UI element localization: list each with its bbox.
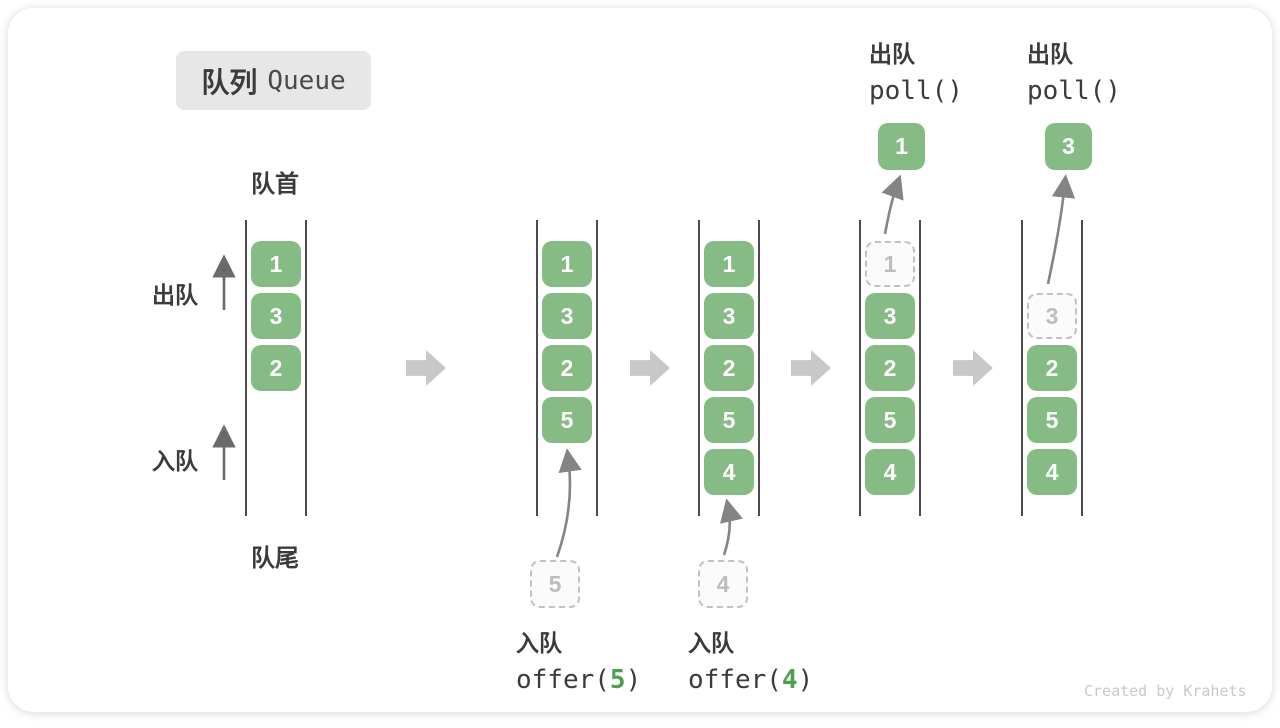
code-prefix: offer( bbox=[516, 665, 610, 695]
queue-column-3: 1 3 2 5 4 bbox=[698, 220, 760, 516]
label-queue-rear: 队尾 bbox=[251, 545, 299, 572]
annotation-code: poll() bbox=[1027, 76, 1121, 106]
queue-cell: 3 bbox=[251, 293, 301, 339]
annotation-label: 出队 bbox=[869, 41, 915, 67]
outgoing-value-box: 3 bbox=[1045, 123, 1092, 170]
right-block-arrow-icon bbox=[791, 350, 831, 386]
queue-column-4: 1 3 2 5 4 bbox=[859, 220, 921, 516]
annotation-dequeue-poll-2: 出队 poll() bbox=[1027, 35, 1121, 106]
queue-cell: 2 bbox=[1027, 345, 1077, 391]
code-arg: 5 bbox=[609, 665, 626, 695]
annotation-label: 出队 bbox=[1027, 41, 1073, 67]
queue-cell: 4 bbox=[1027, 449, 1077, 495]
title-box: 队列 Queue bbox=[176, 51, 371, 110]
annotation-dequeue-poll-1: 出队 poll() bbox=[869, 35, 963, 106]
title-chinese: 队列 bbox=[201, 66, 258, 98]
queue-cell: 2 bbox=[704, 345, 754, 391]
code-suffix: ) bbox=[797, 665, 814, 695]
queue-cell: 1 bbox=[542, 241, 592, 287]
queue-cell-ghost: 3 bbox=[1027, 293, 1077, 339]
queue-cell: 2 bbox=[251, 345, 301, 391]
incoming-value-box: 5 bbox=[530, 560, 580, 608]
right-block-arrow-icon bbox=[630, 350, 670, 386]
code-arg: 4 bbox=[781, 665, 798, 695]
annotation-enqueue-offer4: 入队 offer(4) bbox=[688, 624, 813, 695]
annotation-label: 入队 bbox=[516, 630, 562, 656]
annotation-enqueue-offer5: 入队 offer(5) bbox=[516, 624, 641, 695]
annotation-code: offer(4) bbox=[688, 665, 813, 695]
queue-column-2: 1 3 2 5 bbox=[536, 220, 598, 516]
queue-cell: 5 bbox=[704, 397, 754, 443]
annotation-code: poll() bbox=[869, 76, 963, 106]
queue-cell: 3 bbox=[704, 293, 754, 339]
queue-cell: 2 bbox=[542, 345, 592, 391]
watermark-credit: Created by Krahets bbox=[1084, 682, 1247, 700]
queue-cell: 2 bbox=[865, 345, 915, 391]
queue-cell: 3 bbox=[542, 293, 592, 339]
queue-column-5: 3 2 5 4 bbox=[1021, 220, 1083, 516]
right-block-arrow-icon bbox=[406, 350, 446, 386]
queue-cell: 1 bbox=[704, 241, 754, 287]
queue-cell: 3 bbox=[865, 293, 915, 339]
queue-cell: 5 bbox=[542, 397, 592, 443]
label-dequeue-side: 出队 bbox=[152, 282, 198, 308]
queue-cell: 5 bbox=[1027, 397, 1077, 443]
incoming-value-box: 4 bbox=[698, 560, 748, 608]
queue-column-1: 1 3 2 bbox=[245, 220, 307, 516]
label-enqueue-side: 入队 bbox=[152, 448, 198, 474]
diagram-card: 队列 Queue 队首 队尾 出队 入队 1 3 2 1 3 2 5 1 3 2 5 4 1 3 2 5… bbox=[8, 8, 1272, 712]
title-english: Queue bbox=[267, 65, 346, 96]
queue-cell-ghost: 1 bbox=[865, 241, 915, 287]
queue-cell: 1 bbox=[251, 241, 301, 287]
queue-cell: 5 bbox=[865, 397, 915, 443]
code-suffix: ) bbox=[625, 665, 642, 695]
right-block-arrow-icon bbox=[953, 350, 993, 386]
annotation-label: 入队 bbox=[688, 630, 734, 656]
code-prefix: offer( bbox=[688, 665, 782, 695]
label-queue-front: 队首 bbox=[251, 171, 299, 198]
outgoing-value-box: 1 bbox=[878, 123, 925, 170]
queue-cell: 4 bbox=[704, 449, 754, 495]
annotation-code: offer(5) bbox=[516, 665, 641, 695]
queue-cell: 4 bbox=[865, 449, 915, 495]
